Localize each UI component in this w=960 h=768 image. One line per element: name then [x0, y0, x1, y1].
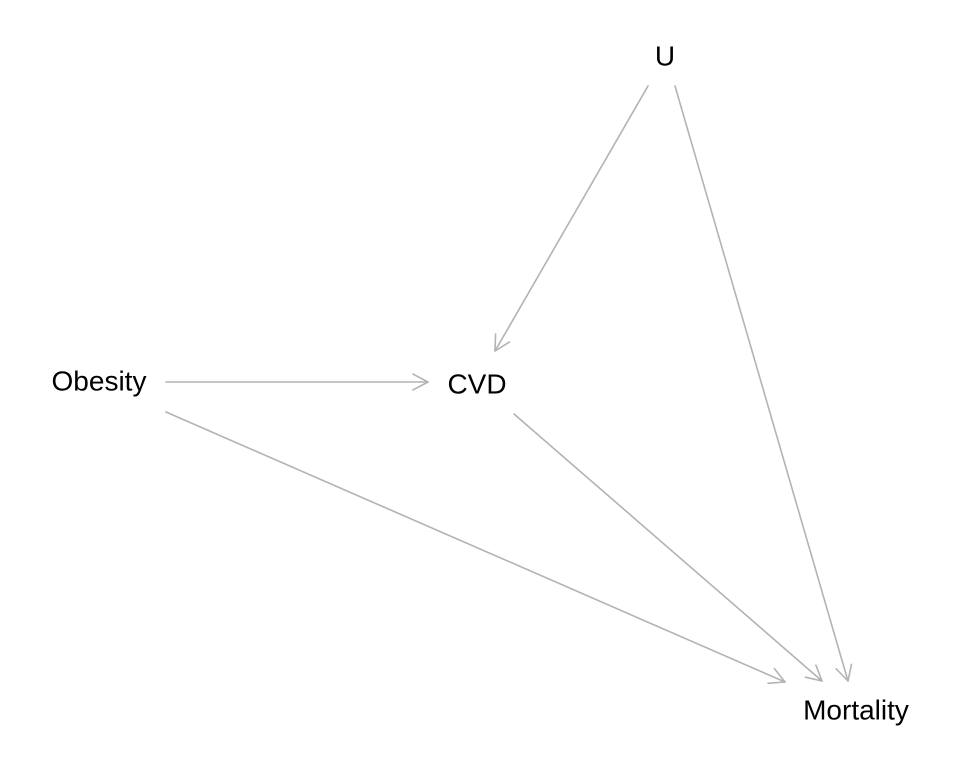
edge-u-to-mortality	[674, 85, 853, 682]
edges-layer	[165, 85, 853, 685]
edge-line	[165, 411, 786, 683]
arrowhead-icon	[835, 663, 853, 682]
edge-line	[494, 85, 649, 352]
node-cvd: CVD	[447, 369, 506, 400]
edge-obesity-to-cvd	[165, 373, 429, 391]
edge-u-to-cvd	[494, 85, 649, 352]
nodes-layer: U Obesity CVD Mortality	[52, 41, 909, 726]
node-u: U	[655, 41, 675, 72]
node-obesity: Obesity	[52, 366, 147, 397]
edge-line	[674, 85, 849, 682]
edge-line	[513, 413, 823, 682]
arrowhead-icon	[412, 373, 429, 391]
arrowhead-icon	[767, 667, 786, 685]
arrowhead-icon	[494, 333, 511, 352]
node-mortality: Mortality	[803, 695, 909, 726]
edge-obesity-to-mortality	[165, 411, 786, 685]
arrowhead-icon	[804, 664, 823, 682]
edge-cvd-to-mortality	[513, 413, 823, 682]
